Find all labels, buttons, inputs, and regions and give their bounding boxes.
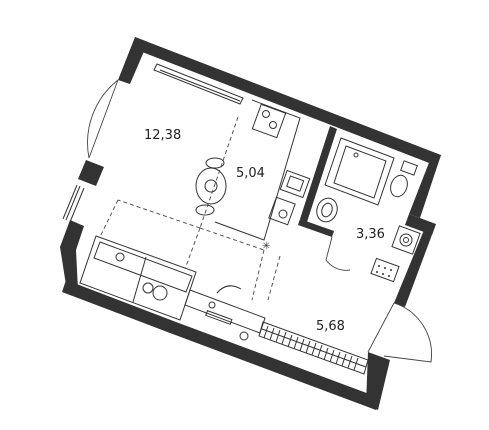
wall-bathroom-left [300,126,337,222]
fridge-icon: ✳ [262,241,270,252]
zone-lines [95,116,281,311]
boiler-icon [370,257,400,283]
sofa [79,235,197,321]
window-top [153,63,244,105]
doors [87,79,432,363]
wall-left-lower [60,220,84,290]
wall-right-upper [409,155,441,218]
stove-icon [251,103,287,139]
window-left [62,184,85,223]
bathroom-door [325,236,351,271]
entrance-door [87,79,119,159]
kitchen-counter: ✳ [214,99,311,252]
bathroom-sink-icon [316,197,338,223]
bathroom-fixtures [316,137,421,283]
dining-table [195,157,227,216]
wall-bathroom-bottom [298,219,334,237]
shower-icon [324,137,395,206]
room-area-hallway: 5,68 [316,319,345,334]
wall-top [135,37,441,166]
toilet-tank-icon [400,160,418,176]
wall-bottom-right [366,352,390,410]
washing-machine-icon [391,225,421,255]
wardrobe [258,321,369,375]
chair-top [205,157,225,169]
wall-left-upper [78,160,104,186]
room-area-kitchen: 5,04 [236,166,265,181]
room-area-bathroom: 3,36 [356,227,385,242]
room-labels: 12,38 5,04 3,36 5,68 [144,128,385,334]
front-door [367,302,432,363]
wall-right-lower [394,224,436,307]
walls [60,37,441,410]
toilet-icon [390,174,408,198]
chair-bottom [195,204,215,216]
wall-bottom [62,280,380,410]
kitchen-sink-icon [279,169,311,199]
room-area-living: 12,38 [144,128,181,143]
wall-top-left [118,37,148,84]
